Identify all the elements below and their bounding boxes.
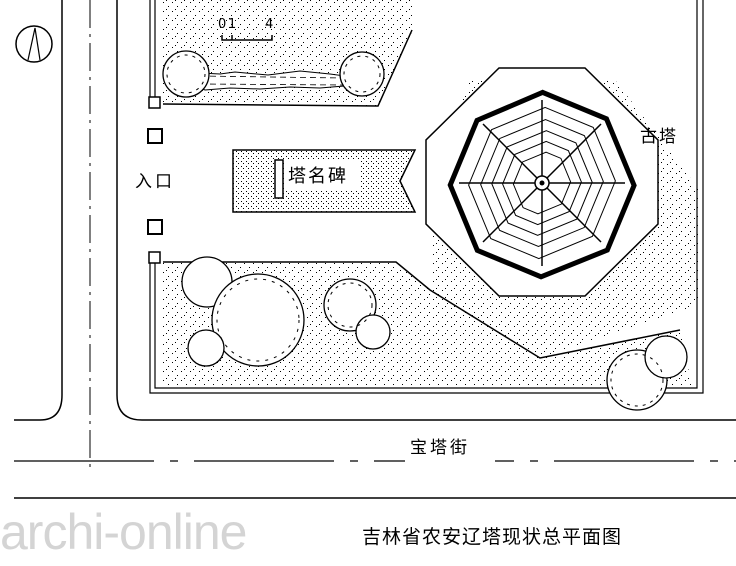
north-arrow-icon [15,25,53,63]
watermark-text: archi-online [0,504,247,560]
tree-icon [162,50,688,411]
pagoda-icon [447,89,637,280]
street-label: 宝塔街 [410,438,470,458]
west-road [14,0,736,470]
entrance-label: 入口 [135,172,175,192]
pagoda-label: 古塔 [640,127,678,147]
gate-posts [147,96,163,264]
stele-label: 塔名碑 [288,166,348,187]
drawing-title: 吉林省农安辽塔现状总平面图 [362,526,623,548]
stele [232,149,417,213]
bao-ta-street [14,460,736,499]
